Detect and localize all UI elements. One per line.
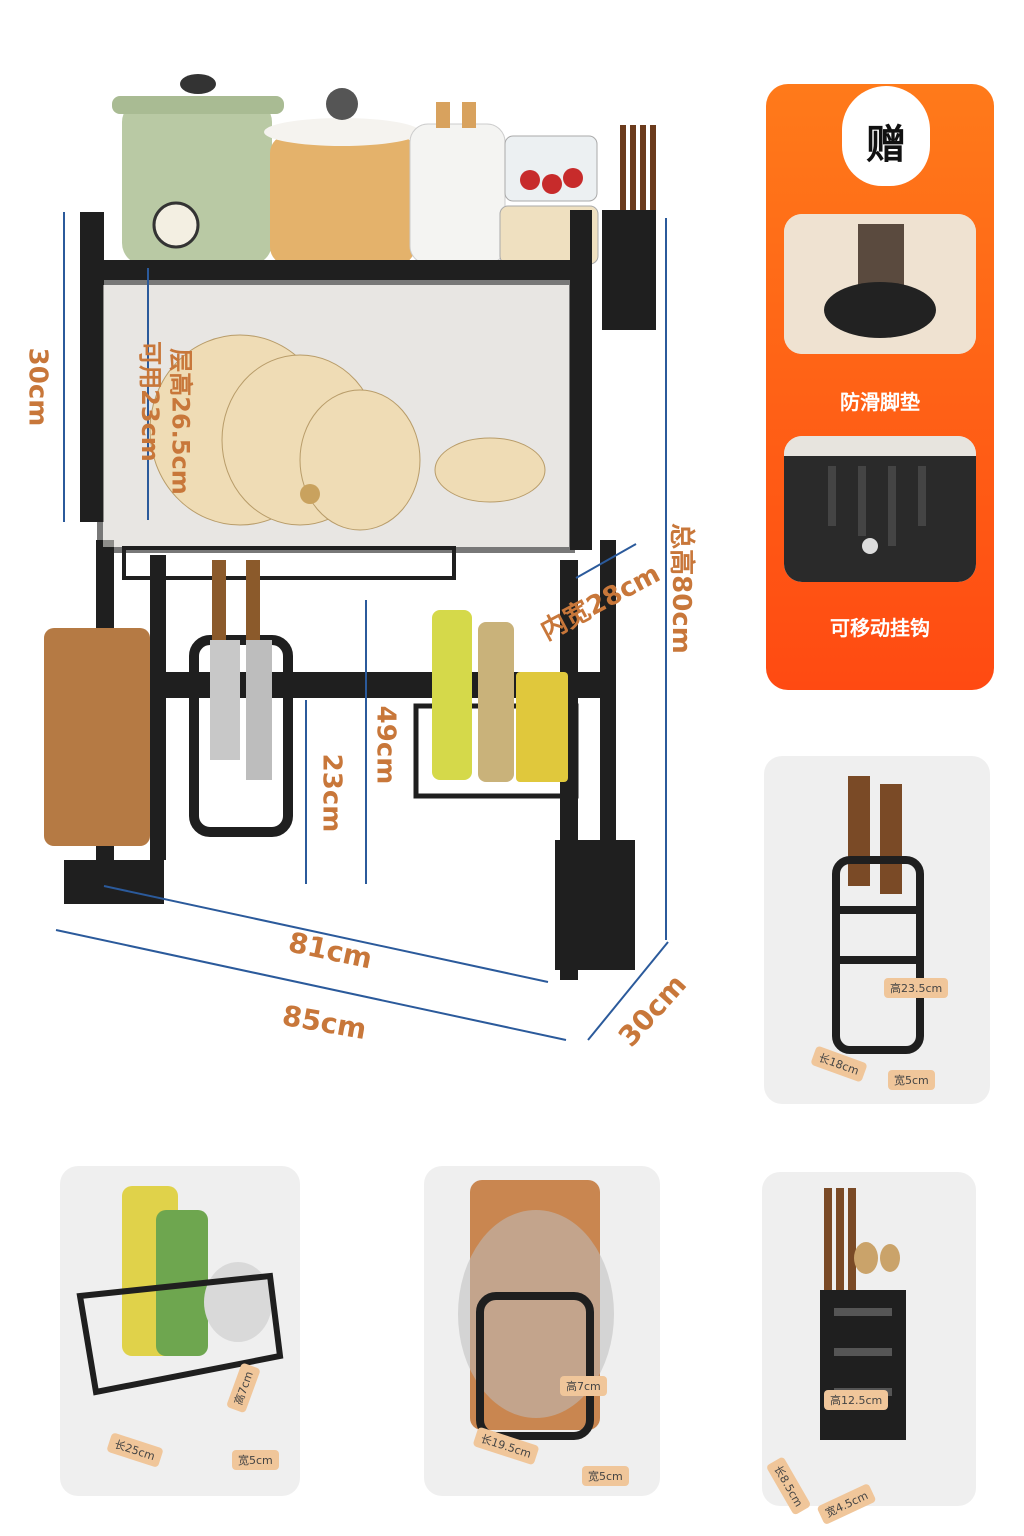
gift-item-anti-slip: 防滑脚垫 (840, 390, 920, 414)
basket-illustration (76, 1186, 284, 1396)
dimension-lines (55, 212, 669, 1041)
drip-tray (122, 546, 456, 580)
usable-height-label: 可用23cm (135, 341, 164, 462)
knife-holder-height: 高23.5cm (884, 978, 949, 998)
basket-width: 宽5cm (232, 1450, 279, 1470)
knife-holder-illustration (832, 776, 924, 1054)
lower-49-label: 49cm (370, 705, 401, 785)
lower-23-label: 23cm (316, 753, 347, 833)
knife-holder-width: 宽5cm (888, 1070, 935, 1090)
cutting-board (44, 628, 150, 846)
hanging-knife-holder (189, 635, 293, 837)
gift-item-movable-hook: 可移动挂钩 (830, 616, 930, 640)
plates (149, 334, 546, 531)
rack-illustration (44, 74, 669, 1041)
layer-height-label: 层高26.5cm (166, 348, 195, 495)
board-rack-height: 高7cm (560, 1376, 607, 1396)
gift-badge-text: 赠 (866, 122, 906, 168)
left-height-label: 30cm (22, 347, 53, 427)
board-rack-illustration (458, 1180, 614, 1440)
gift-badge: 赠 (842, 86, 930, 186)
utensil-holder-illustration (820, 1188, 906, 1440)
anti-slip-pad-image (784, 214, 976, 354)
door-knob (300, 484, 320, 504)
board-rack-width: 宽5cm (582, 1466, 629, 1486)
utensil-holder-height: 高12.5cm (824, 1390, 889, 1410)
movable-hook-image (784, 436, 976, 582)
total-height-label: 总高80cm (665, 523, 696, 654)
